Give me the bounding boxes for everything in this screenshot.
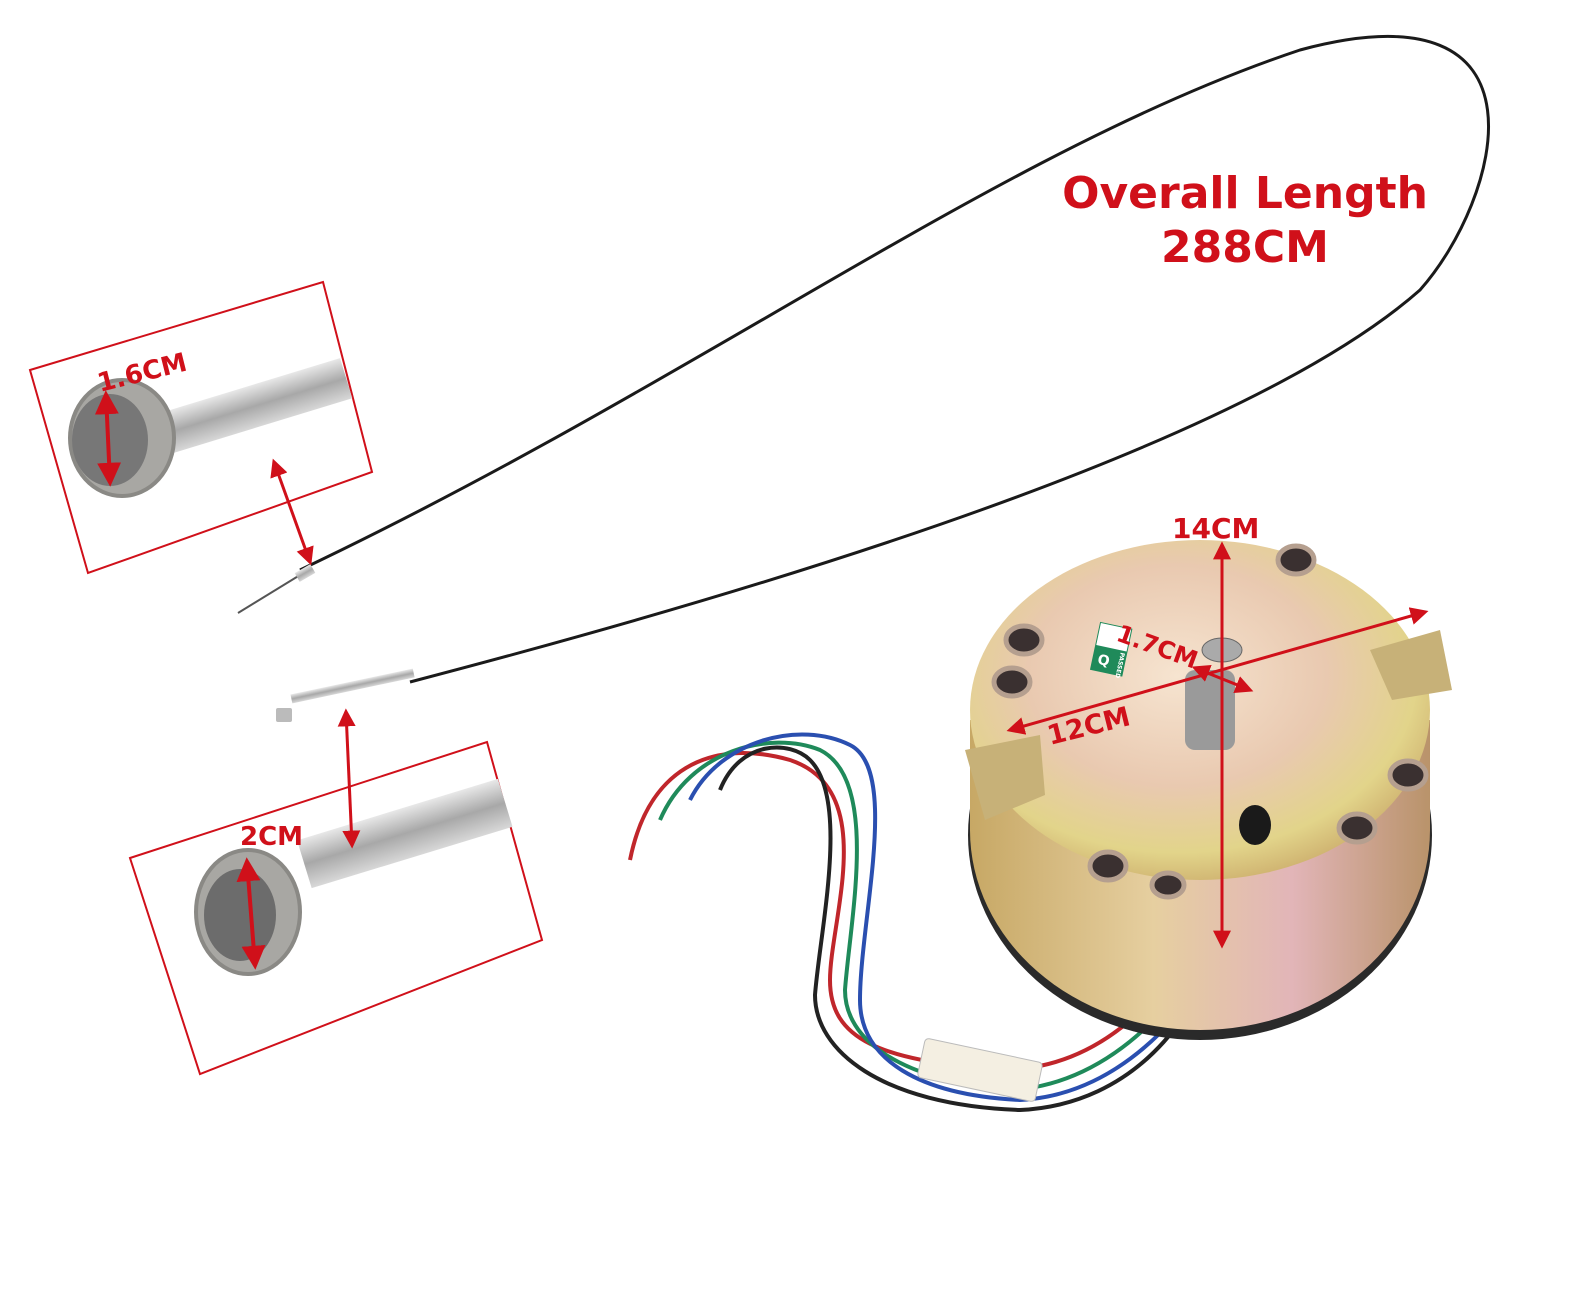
wire-harness [628, 732, 1272, 1113]
bottom-leader-arrow [337, 708, 361, 849]
top-leader-arrow [270, 458, 314, 566]
bottom-connector-detail: 2CM [128, 740, 544, 1076]
overall-length-value: 288CM [1161, 222, 1329, 273]
gauge-body [965, 540, 1452, 1040]
overall-length-title: Overall Length [1062, 168, 1428, 219]
gauge-height-label: 14CM [1172, 512, 1259, 545]
bottom-diameter-label: 2CM [240, 822, 303, 852]
cable-end-nut [276, 708, 292, 722]
wire-connector-plug [917, 1038, 1043, 1102]
speedometer-cable [299, 35, 1490, 684]
cable-end-top [294, 564, 316, 582]
cable-end-bottom [290, 668, 415, 704]
gauge-shaft-arrow [1191, 664, 1254, 694]
top-connector-detail: 1.6CM [28, 280, 374, 575]
cable-inner-wire [237, 574, 301, 614]
